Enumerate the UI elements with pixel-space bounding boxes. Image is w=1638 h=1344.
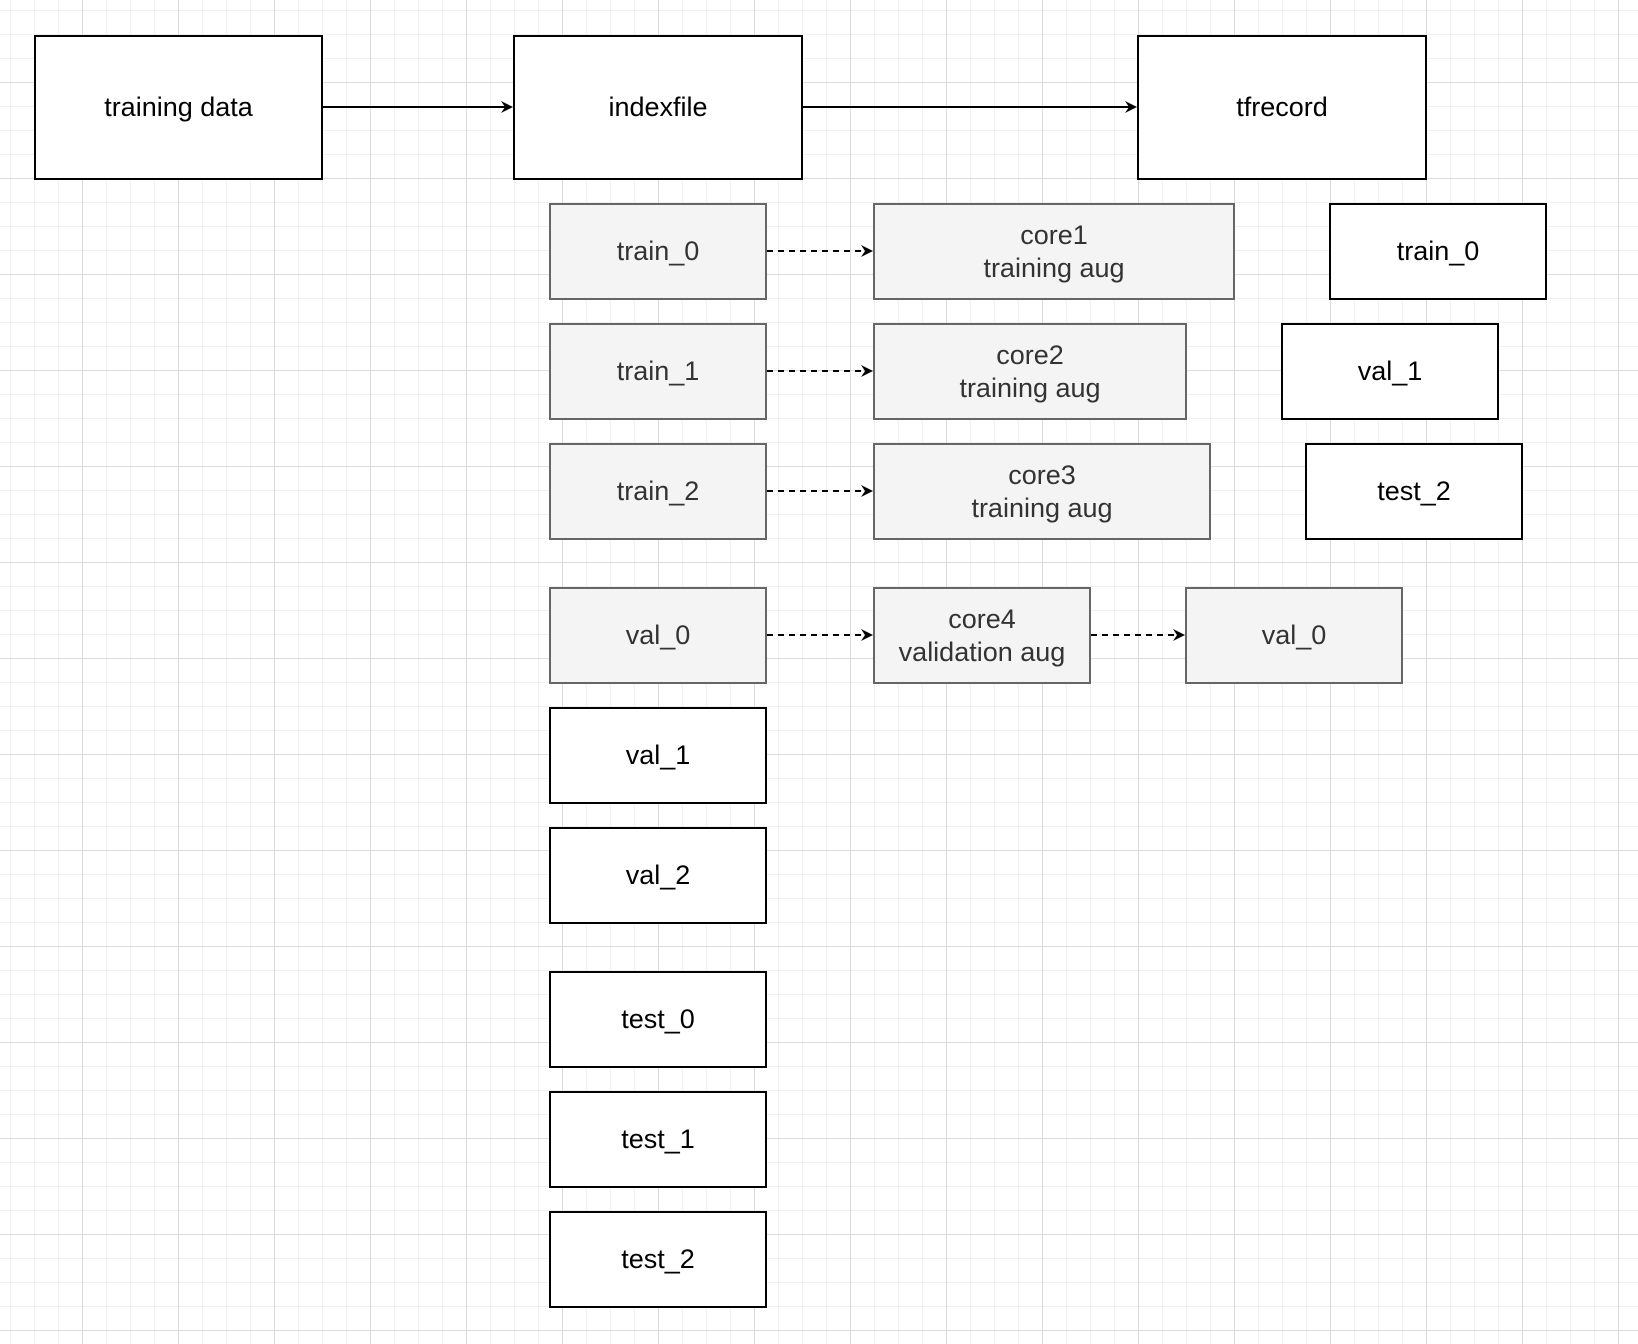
node-core2-training-aug[interactable]: core2 training aug [873, 323, 1187, 420]
node-training-data[interactable]: training data [34, 35, 323, 180]
node-tfrecord-val-1[interactable]: val_1 [1281, 323, 1499, 420]
node-core1-training-aug[interactable]: core1 training aug [873, 203, 1235, 300]
node-index-val-2[interactable]: val_2 [549, 827, 767, 924]
node-tfrecord[interactable]: tfrecord [1137, 35, 1427, 180]
node-tfrecord-test-2[interactable]: test_2 [1305, 443, 1523, 540]
node-index-val-0[interactable]: val_0 [549, 587, 767, 684]
node-index-train-1[interactable]: train_1 [549, 323, 767, 420]
node-index-train-0[interactable]: train_0 [549, 203, 767, 300]
node-tfrecord-val-0[interactable]: val_0 [1185, 587, 1403, 684]
node-index-test-1[interactable]: test_1 [549, 1091, 767, 1188]
node-index-test-0[interactable]: test_0 [549, 971, 767, 1068]
node-index-test-2[interactable]: test_2 [549, 1211, 767, 1308]
node-index-train-2[interactable]: train_2 [549, 443, 767, 540]
node-core4-validation-aug[interactable]: core4 validation aug [873, 587, 1091, 684]
node-index-val-1[interactable]: val_1 [549, 707, 767, 804]
node-tfrecord-train-0[interactable]: train_0 [1329, 203, 1547, 300]
node-indexfile[interactable]: indexfile [513, 35, 803, 180]
node-core3-training-aug[interactable]: core3 training aug [873, 443, 1211, 540]
